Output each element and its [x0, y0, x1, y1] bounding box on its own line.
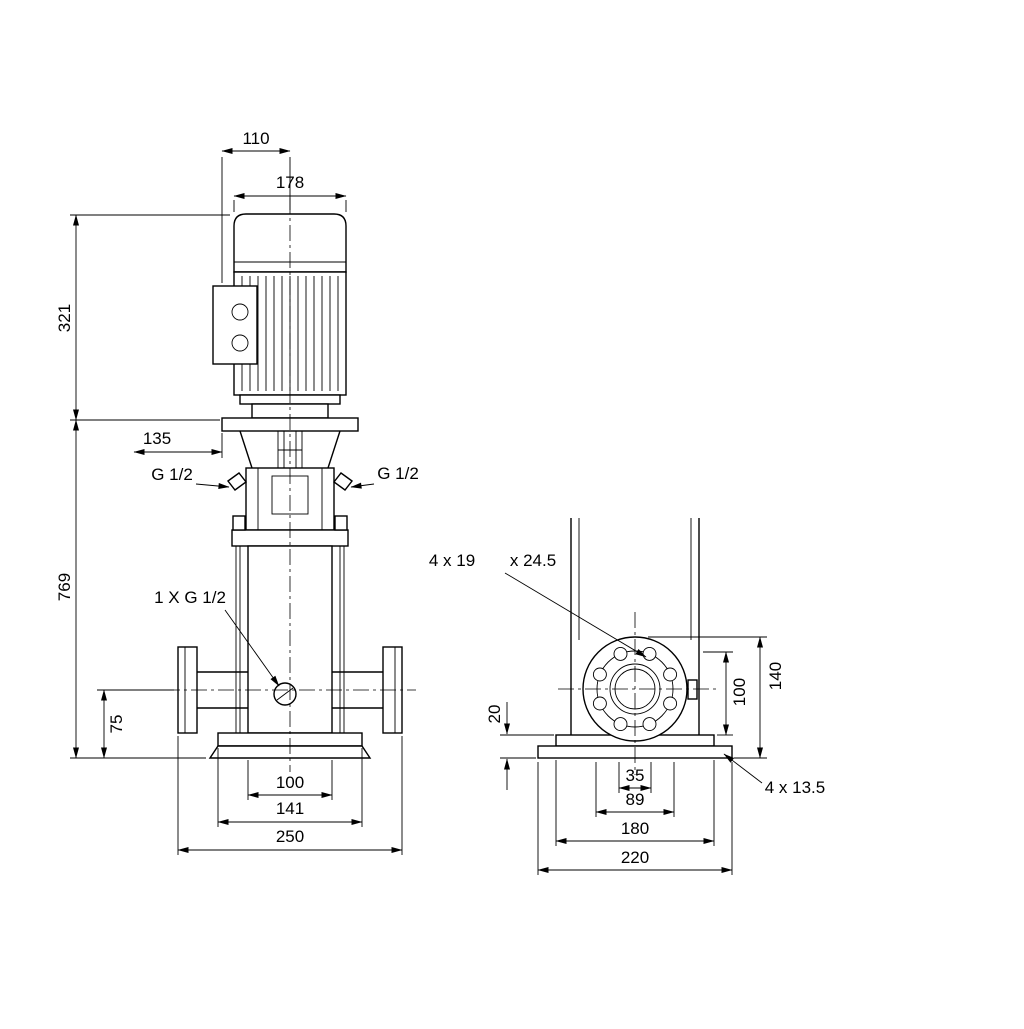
port-label-left: G 1/2	[151, 465, 230, 490]
dim-89: 89	[595, 762, 675, 817]
motor-fan-cover	[233, 213, 347, 273]
dim-100-front-label: 100	[276, 773, 304, 792]
flange-counterbore-label: x 24.5	[510, 551, 556, 570]
bolt-hole	[663, 696, 678, 711]
gauge-port-right	[333, 472, 353, 491]
dim-100-side-label: 100	[730, 678, 749, 706]
staybolt-nut	[334, 515, 348, 531]
dim-769-label: 769	[55, 573, 74, 601]
dim-180: 180	[555, 760, 715, 846]
dim-100-side: 100	[703, 651, 749, 736]
dim-178-label: 178	[276, 173, 304, 192]
front-view: 110 178 321 769 135 G 1/2	[55, 129, 419, 855]
dim-110: 110	[221, 129, 291, 283]
drain-plug	[273, 682, 297, 706]
dim-220-label: 220	[621, 848, 649, 867]
drain-label-group: 1 X G 1/2	[154, 588, 280, 687]
bolt-hole	[613, 646, 628, 661]
dim-321-label: 321	[55, 304, 74, 332]
flange-holes-label: 4 x 19	[429, 551, 475, 570]
dim-20: 20	[485, 702, 554, 790]
motor	[212, 213, 359, 432]
pump-body-side	[570, 518, 700, 735]
cable-entry-hole	[231, 303, 249, 321]
bolt-hole	[663, 667, 678, 682]
dim-35-label: 35	[626, 766, 645, 785]
terminal-box	[212, 285, 258, 365]
bolt-hole	[592, 667, 607, 682]
dim-321: 321	[55, 214, 230, 421]
bolt-hole	[642, 646, 657, 661]
dim-135-label: 135	[143, 429, 171, 448]
cable-entry-hole	[231, 334, 249, 352]
bolt-hole	[613, 717, 628, 732]
dim-769: 769	[55, 419, 206, 759]
side-view: 4 x 19 x 24.5 20 100 140 35	[429, 518, 825, 875]
dim-35: 35	[618, 762, 652, 793]
dim-110-label: 110	[242, 129, 269, 148]
dim-140-label: 140	[766, 662, 785, 690]
bolt-hole	[642, 717, 657, 732]
dim-75-label: 75	[107, 715, 126, 734]
dim-141-label: 141	[276, 799, 304, 818]
dim-100-front: 100	[247, 760, 333, 800]
base-holes-callout: 4 x 13.5	[723, 753, 826, 797]
dim-250: 250	[177, 736, 403, 855]
motor-fins	[241, 276, 339, 391]
dim-250-label: 250	[276, 827, 304, 846]
dim-180-label: 180	[621, 819, 649, 838]
dim-141: 141	[217, 748, 363, 827]
dim-140: 140	[648, 636, 785, 759]
staybolt-nut	[232, 515, 246, 531]
dim-220: 220	[537, 762, 733, 875]
dim-178: 178	[233, 173, 347, 212]
dim-89-label: 89	[626, 790, 645, 809]
dim-135: 135	[133, 429, 223, 458]
flange-key-tab	[687, 679, 698, 700]
port-label-right: G 1/2	[350, 464, 419, 489]
flange-holes-callout: 4 x 19 x 24.5	[429, 551, 647, 658]
port-right-label: G 1/2	[377, 464, 419, 483]
dim-75: 75	[97, 689, 174, 759]
bolt-hole	[592, 696, 607, 711]
motor-stool	[239, 430, 341, 469]
base-holes-label: 4 x 13.5	[765, 778, 826, 797]
port-left-label: G 1/2	[151, 465, 193, 484]
dim-20-label: 20	[485, 705, 504, 724]
gauge-port-left	[227, 472, 247, 491]
drain-label: 1 X G 1/2	[154, 588, 226, 607]
